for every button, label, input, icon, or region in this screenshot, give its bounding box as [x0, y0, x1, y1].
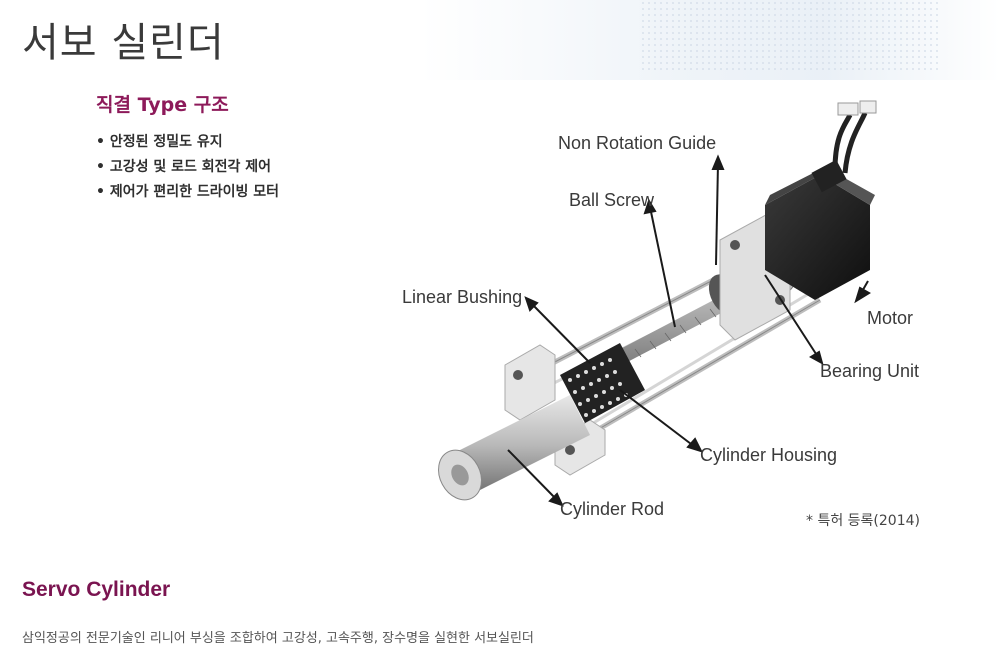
- label-motor: Motor: [867, 308, 914, 328]
- feature-item: 제어가 편리한 드라이빙 모터: [96, 180, 279, 205]
- label-ball-screw: Ball Screw: [569, 190, 655, 210]
- patent-note: * 특허 등록(2014): [806, 513, 920, 529]
- label-linear-bushing: Linear Bushing: [402, 287, 523, 307]
- label-cylinder-housing: Cylinder Housing: [700, 445, 838, 465]
- world-map-pattern: [640, 0, 940, 70]
- motor: [765, 100, 877, 300]
- callout-arrows: [507, 154, 871, 507]
- section-title: 직결 Type 구조: [96, 94, 229, 116]
- feature-item: 고강성 및 로드 회전각 제어: [96, 155, 279, 180]
- product-title: Servo Cylinder: [22, 578, 171, 601]
- label-cylinder-rod: Cylinder Rod: [560, 499, 665, 519]
- cylinder-rod: [438, 395, 590, 501]
- page-title: 서보 실린더: [22, 20, 225, 66]
- servo-cylinder-illustration: [438, 100, 877, 507]
- product-description: 삼익정공의 전문기술인 리니어 부싱을 조합하여 고강성, 고속주행, 장수명을…: [22, 631, 534, 646]
- label-non-rotation-guide: Non Rotation Guide: [558, 133, 717, 153]
- label-bearing-unit: Bearing Unit: [820, 361, 920, 381]
- feature-item: 안정된 정밀도 유지: [96, 130, 279, 155]
- linear-bushing: [560, 343, 645, 423]
- feature-list: 안정된 정밀도 유지 고강성 및 로드 회전각 제어 제어가 편리한 드라이빙 …: [96, 130, 279, 205]
